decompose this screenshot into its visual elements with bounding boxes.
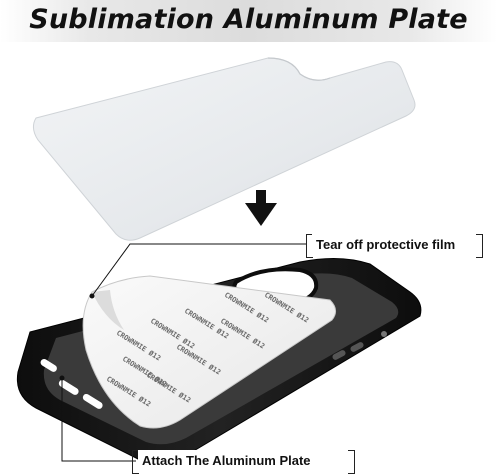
callout-attach-plate: Attach The Aluminum Plate — [138, 450, 315, 472]
down-arrow-icon — [245, 190, 277, 226]
page-title: Sublimation Aluminum Plate — [29, 4, 468, 35]
callout-tear-film: Tear off protective film — [312, 234, 460, 256]
callout-bracket-left — [132, 450, 139, 474]
callout-leader-lines — [59, 243, 306, 462]
callout-bracket-left — [306, 234, 313, 258]
callout-bracket-right — [348, 450, 355, 474]
protective-film: CROWNMIE Ø12 CROWNMIE Ø12 CROWNMIE Ø12 C… — [82, 275, 336, 429]
callout-bracket-right — [476, 234, 483, 258]
title-banner — [0, 0, 497, 42]
side-button-cutouts — [40, 331, 387, 409]
aluminum-plate — [32, 57, 416, 241]
